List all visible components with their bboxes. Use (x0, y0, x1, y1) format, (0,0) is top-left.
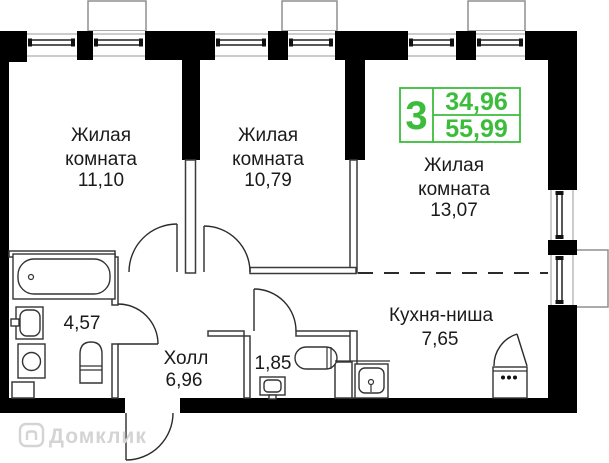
balcony-top-right (467, 0, 526, 32)
wall-divider-2 (345, 60, 365, 160)
living3-label-line1: Жилая (424, 155, 484, 176)
living3-label-line2: комната (418, 179, 490, 200)
wall-left (0, 31, 9, 398)
hall-label: Холл (164, 348, 209, 369)
window-icon (27, 33, 525, 57)
bathroom-corner-duct (11, 381, 35, 399)
thin-wall-wc-top-left (207, 330, 245, 337)
living1-area: 11,10 (78, 170, 124, 191)
thin-wall-hall-top (249, 266, 357, 275)
door-living1 (128, 223, 178, 273)
balcony-top-left (87, 0, 147, 32)
badge-living-area: 34,96 (445, 88, 508, 116)
wc-area: 1,85 (255, 353, 292, 374)
living2-label-line1: Жилая (238, 125, 298, 146)
thin-wall-wc-left (243, 335, 251, 399)
balcony-top-middle (281, 0, 338, 32)
window-icon (550, 190, 574, 305)
washbasin-icon (10, 306, 44, 340)
wall-divider-1 (182, 60, 200, 160)
wall-bottom-right (180, 398, 577, 413)
living1-label-line2: комната (65, 149, 137, 170)
watermark-logo-icon (18, 422, 45, 448)
hall-area: 6,96 (166, 370, 203, 391)
bathroom-area: 4,57 (64, 313, 101, 334)
watermark-text: Домклик (49, 425, 147, 448)
living2-label-line2: комната (232, 149, 304, 170)
door-living2 (203, 225, 251, 273)
living2-area: 10,79 (244, 170, 292, 191)
bathtub-icon (12, 253, 116, 300)
door-bathroom (117, 303, 159, 345)
badge-total-area: 55,99 (445, 115, 508, 143)
balcony-right (575, 249, 609, 308)
water-heater-icon (294, 346, 338, 370)
duct-shaft (334, 361, 353, 399)
wall-bottom-left (0, 398, 125, 413)
windows-right (548, 190, 577, 305)
stove-icon (492, 333, 528, 399)
thin-wall-between-living2-living3 (349, 159, 358, 274)
door-wc (253, 288, 297, 332)
living1-label-line1: Жилая (71, 125, 131, 146)
toilet-icon (79, 341, 103, 384)
windows-top (27, 31, 525, 60)
badge-rooms-count: 3 (405, 94, 427, 138)
watermark: Домклик (18, 422, 147, 448)
thin-wall-wc-top-right (295, 330, 355, 337)
entrance-door (125, 412, 174, 461)
thin-wall-bathroom-right-b (111, 343, 119, 399)
thin-wall-between-living1-living2 (184, 159, 197, 274)
living3-area: 13,07 (430, 200, 478, 221)
apartment-badge: 3 34,96 55,99 (399, 87, 521, 143)
kitchen-sink-icon (335, 360, 390, 399)
washing-machine-icon (17, 343, 46, 379)
kitchen-label: Кухня-ниша (389, 305, 494, 326)
wc-toilet-icon (259, 376, 286, 400)
kitchen-area: 7,65 (422, 329, 459, 350)
